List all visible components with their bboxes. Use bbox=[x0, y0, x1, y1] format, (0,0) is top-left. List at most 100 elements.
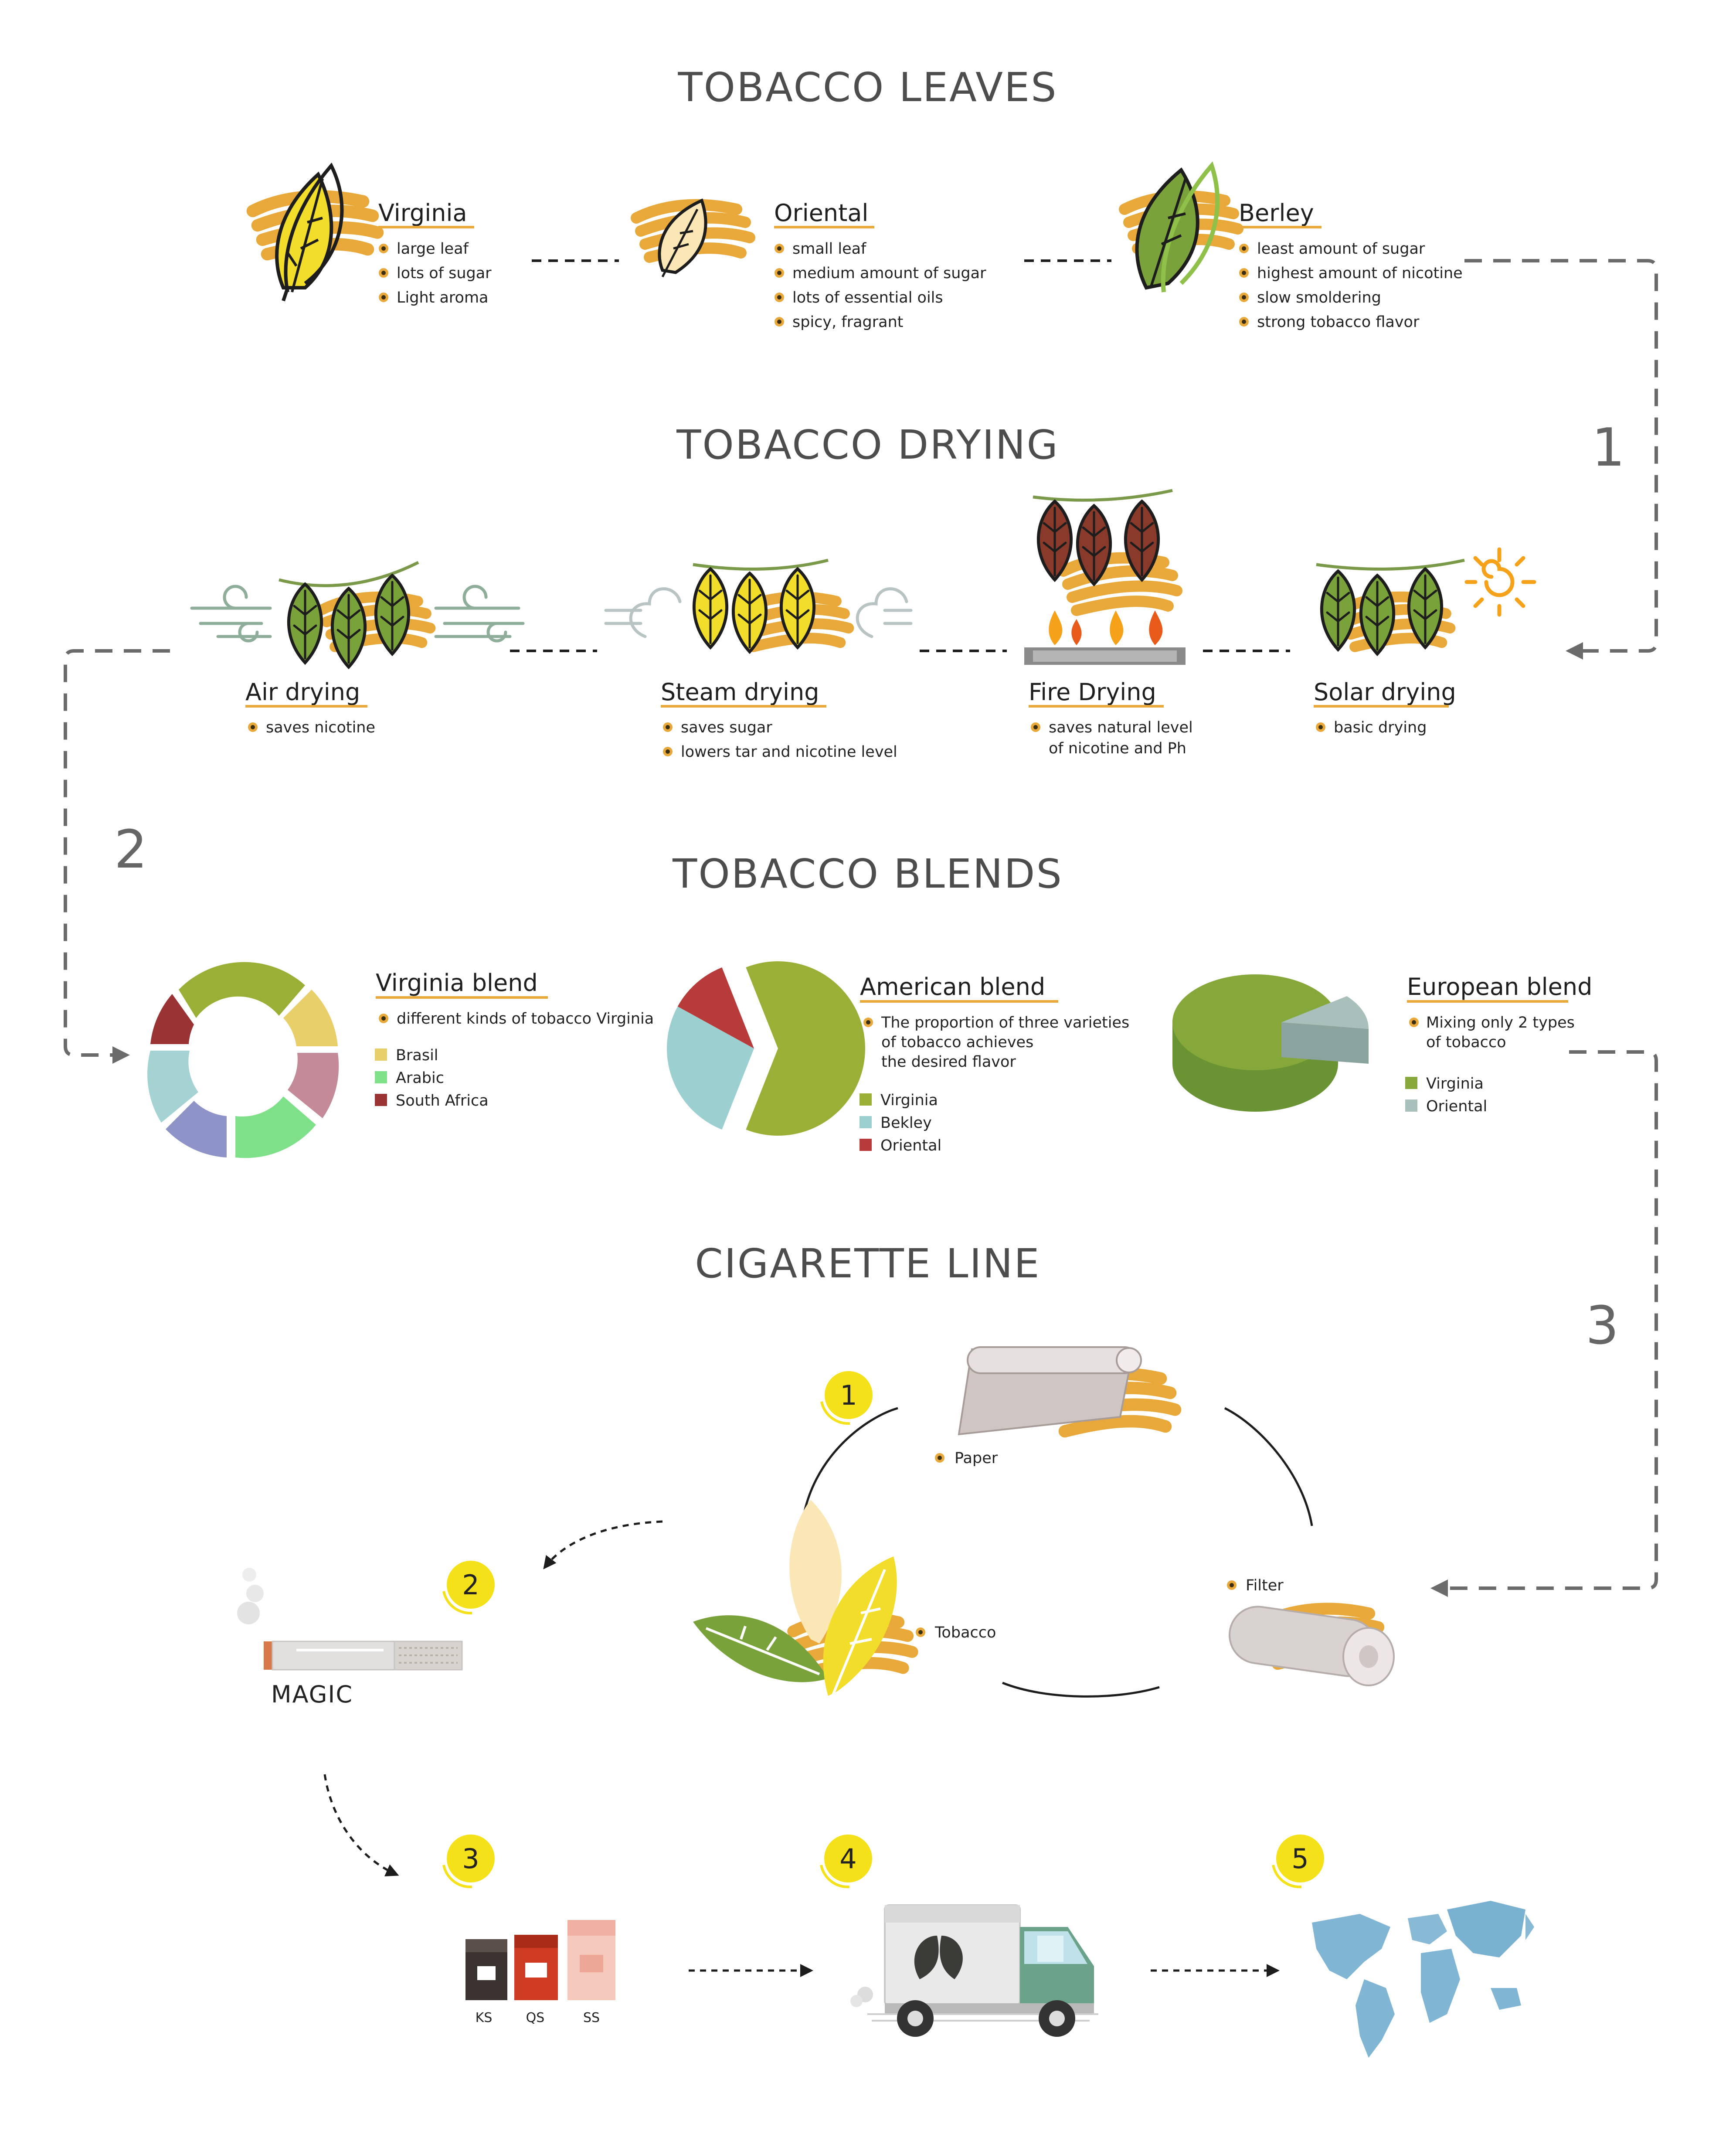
legend-label: Oriental bbox=[880, 1137, 941, 1154]
blend-title-virginia: Virginia blend bbox=[376, 969, 538, 997]
fire-drying-illustration bbox=[1024, 489, 1186, 665]
blend-desc: the desired flavor bbox=[881, 1053, 1016, 1071]
air-drying-illustration bbox=[190, 561, 525, 667]
filter-label: Filter bbox=[1246, 1577, 1284, 1594]
arrow-to-packs bbox=[323, 1774, 399, 1876]
drying-title-steam: Steam drying bbox=[661, 678, 819, 706]
blend-title-european: European blend bbox=[1407, 973, 1592, 1001]
oriental-leaf-icon bbox=[636, 198, 750, 278]
svg-text:4: 4 bbox=[839, 1843, 856, 1875]
ring-segment-green bbox=[179, 962, 305, 1018]
filter-roll-icon bbox=[1229, 1603, 1395, 1686]
blend-desc: Mixing only 2 types bbox=[1426, 1014, 1575, 1031]
ring-segment-arabic bbox=[235, 1096, 316, 1158]
leaf-item: lots of essential oils bbox=[792, 289, 943, 306]
leaf-item: least amount of sugar bbox=[1257, 240, 1425, 258]
drying-item: saves nicotine bbox=[266, 719, 375, 736]
leaf-item: highest amount of nicotine bbox=[1257, 265, 1463, 282]
leaf-card-virginia: Virginia large leaf lots of sugar Light … bbox=[378, 199, 492, 306]
blend-card-virginia: Virginia blend different kinds of tobacc… bbox=[375, 969, 654, 1110]
leaf-item: slow smoldering bbox=[1257, 289, 1381, 306]
leaf-item: medium amount of sugar bbox=[792, 265, 986, 282]
ring-segment-violet bbox=[166, 1101, 227, 1157]
leaf-item: strong tobacco flavor bbox=[1257, 313, 1420, 331]
fire-icon bbox=[1024, 610, 1186, 665]
ring-segment-brasil bbox=[283, 990, 338, 1046]
world-map-icon bbox=[1312, 1901, 1534, 2058]
drying-card-fire: Fire Drying saves natural level of nicot… bbox=[1029, 678, 1193, 757]
virginia-blend-ring-chart bbox=[147, 962, 339, 1158]
drying-item: lowers tar and nicotine level bbox=[681, 743, 897, 761]
svg-text:3: 3 bbox=[462, 1843, 479, 1875]
leaf-card-berley: Berley least amount of sugar highest amo… bbox=[1239, 199, 1463, 331]
berley-leaf-icon bbox=[1124, 161, 1238, 293]
flow-number-3: 3 bbox=[1586, 1296, 1619, 1356]
cigarette-brand: MAGIC bbox=[271, 1681, 353, 1708]
delivery-truck-icon bbox=[850, 1904, 1098, 2037]
legend-label: Virginia bbox=[880, 1092, 938, 1109]
step-badge-2: 2 bbox=[442, 1561, 495, 1615]
cigarette-icon bbox=[237, 1568, 463, 1671]
blend-desc: of tobacco bbox=[1426, 1034, 1506, 1051]
flow-connector-3 bbox=[1430, 1050, 1658, 1597]
blend-card-american: American blend The proportion of three v… bbox=[860, 973, 1129, 1154]
european-blend-pie-chart bbox=[1172, 974, 1369, 1112]
pie-slice-oriental bbox=[677, 967, 754, 1048]
virginia-leaf-icon bbox=[253, 162, 377, 302]
svg-text:2: 2 bbox=[462, 1569, 479, 1601]
legend-label: Oriental bbox=[1426, 1098, 1487, 1115]
paper-roll-icon bbox=[958, 1346, 1175, 1434]
ring-segment-mauve bbox=[288, 1053, 339, 1118]
legend-label: Virginia bbox=[1426, 1075, 1484, 1093]
pie-slice-bekley bbox=[666, 1006, 754, 1130]
cigarette-packs-icon bbox=[465, 1920, 615, 2000]
cycle-arc bbox=[1002, 1681, 1160, 1698]
blend-desc: different kinds of tobacco Virginia bbox=[397, 1010, 654, 1028]
step-badge-3: 3 bbox=[442, 1835, 495, 1889]
cycle-arc bbox=[1224, 1407, 1313, 1526]
tobacco-label: Tobacco bbox=[934, 1624, 996, 1641]
section-title-line: CIGARETTE LINE bbox=[695, 1240, 1040, 1287]
ring-segment-south-africa bbox=[150, 994, 194, 1044]
steam-drying-illustration bbox=[604, 558, 913, 652]
pie-slice-virginia bbox=[746, 961, 865, 1136]
cycle-arc bbox=[801, 1407, 898, 1526]
blend-desc: The proportion of three varieties bbox=[881, 1014, 1129, 1031]
blend-card-european: European blend Mixing only 2 types of to… bbox=[1405, 973, 1592, 1115]
legend-label: Arabic bbox=[396, 1069, 444, 1087]
paper-label: Paper bbox=[955, 1450, 998, 1467]
drying-card-air: Air drying saves nicotine bbox=[245, 678, 375, 736]
section-title-drying: TOBACCO DRYING bbox=[676, 422, 1059, 468]
leaf-title-virginia: Virginia bbox=[378, 199, 467, 227]
legend-label: Bekley bbox=[880, 1114, 932, 1132]
solar-drying-illustration bbox=[1316, 547, 1536, 654]
arrow-to-cigarette bbox=[543, 1520, 663, 1569]
leaf-item: small leaf bbox=[792, 240, 866, 258]
svg-text:1: 1 bbox=[840, 1379, 857, 1411]
drying-title-fire: Fire Drying bbox=[1029, 678, 1156, 706]
legend-label: Brasil bbox=[396, 1047, 438, 1064]
step-badge-1: 1 bbox=[820, 1371, 873, 1425]
pack-label-ss: SS bbox=[583, 2010, 600, 2025]
leaf-item: lots of sugar bbox=[397, 265, 492, 282]
leaf-item: Light aroma bbox=[397, 289, 489, 306]
drying-title-air: Air drying bbox=[245, 678, 360, 706]
flow-connector-2 bbox=[64, 649, 170, 1064]
step-badge-4: 4 bbox=[820, 1835, 872, 1889]
wind-icon bbox=[190, 585, 525, 643]
leaf-item: large leaf bbox=[397, 240, 469, 258]
leaf-title-oriental: Oriental bbox=[774, 199, 868, 227]
section-title-blends: TOBACCO BLENDS bbox=[672, 851, 1063, 897]
blend-desc: of tobacco achieves bbox=[881, 1034, 1033, 1051]
section-title-leaves: TOBACCO LEAVES bbox=[677, 64, 1057, 111]
drying-card-steam: Steam drying saves sugar lowers tar and … bbox=[661, 678, 897, 761]
tobacco-leaves-icon bbox=[693, 1500, 912, 1697]
steam-cloud-icon bbox=[604, 587, 913, 638]
leaf-title-berley: Berley bbox=[1239, 199, 1314, 227]
drying-card-solar: Solar drying basic drying bbox=[1314, 678, 1456, 736]
legend-label: South Africa bbox=[396, 1092, 489, 1110]
pack-label-ks: KS bbox=[476, 2010, 493, 2025]
drying-item: basic drying bbox=[1334, 719, 1427, 736]
flow-number-2: 2 bbox=[114, 820, 147, 880]
